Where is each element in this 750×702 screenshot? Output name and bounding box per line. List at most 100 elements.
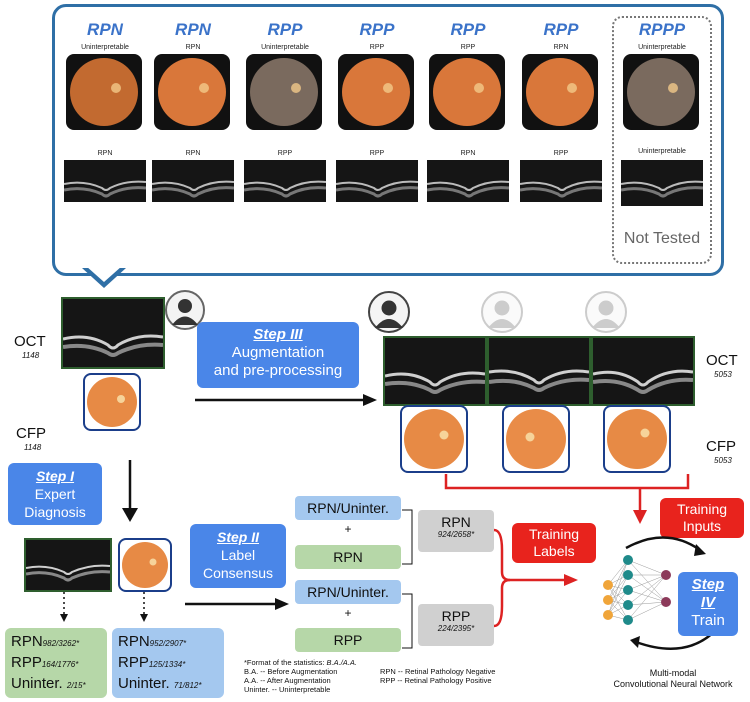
notes-right: RPN -- Retinal Pathology Negative RPP --… (380, 667, 530, 685)
cfp-caption: RPN (185, 44, 201, 51)
oct-example-image (244, 160, 326, 202)
neural-network-diagram (603, 536, 717, 650)
avatar-faded-1 (481, 291, 523, 333)
cfp-caption: RPP (369, 44, 385, 51)
oct-caption: RPP (553, 150, 569, 157)
oct-example-image (64, 160, 146, 202)
step-4-title2: IV (700, 594, 716, 611)
network-caption-line1: Multi-modal (649, 668, 697, 678)
notes-left: *Format of the statistics: B.A./A.A. B.A… (244, 658, 384, 694)
step-4-title: Step (691, 576, 725, 593)
network-caption: Multi-modal Convolutional Neural Network (596, 668, 750, 690)
oct-caption: RPP (369, 150, 385, 157)
column-header: RPN (87, 20, 123, 39)
stats-oct-un: Uninter. (11, 675, 63, 692)
oct-label-left: OCT (14, 333, 46, 350)
column-header: RPP (359, 20, 395, 39)
cfp-caption: RPN (553, 44, 569, 51)
cfp-example-image (338, 54, 414, 130)
oct-caption: RPN (97, 150, 113, 157)
cfp-example-image (154, 54, 230, 130)
step-2-line1: Label (220, 547, 256, 563)
step-1-line2: Diagnosis (24, 504, 86, 520)
stats-cfp-rpn-n: 952/2907* (149, 639, 187, 648)
cfp-count-right: 5053 (714, 456, 732, 465)
cfp-example-image (522, 54, 598, 130)
oct-caption: RPN (185, 150, 201, 157)
oct-example-image (427, 160, 509, 202)
oct-count-right: 5053 (714, 370, 732, 379)
training-labels-line1: Training (528, 526, 580, 542)
column-header: RPN (175, 20, 211, 39)
stats-cfp-rpn: RPN (118, 633, 150, 650)
oct-count-left: 1148 (22, 351, 40, 360)
stats-cfp-rpp: RPP (118, 654, 149, 671)
cfp-example-image (429, 54, 505, 130)
rpp-result-box: RPP 224/2395* (418, 604, 494, 646)
oct-caption: Uninterpretable (638, 148, 686, 155)
cfp-caption: RPP (460, 44, 476, 51)
cfp-label-right: CFP (706, 438, 736, 455)
down-arrow (122, 460, 138, 522)
rpn-result-stats: 924/2658* (437, 530, 475, 539)
cfp-augmented-3 (603, 405, 671, 473)
step-1-title: Step I (35, 468, 75, 484)
step-1-line1: Expert (34, 486, 76, 502)
not-tested-box (612, 16, 712, 264)
step-4-line1: Train (691, 612, 725, 629)
dotted-arrow-cfp (140, 592, 148, 622)
step-3-title: Step III (253, 326, 303, 343)
consensus-rpn-bottom: RPN (295, 545, 401, 569)
consensus-rpn-top: RPN/Uninter. (295, 496, 401, 520)
training-inputs-line1: Training (676, 501, 728, 517)
cfp-image-input (83, 373, 141, 431)
step-3-line2: and pre-processing (213, 362, 343, 379)
cfp-example-image (623, 54, 699, 130)
stats-cfp-rpp-n: 125/1334* (148, 660, 186, 669)
rpn-result-label: RPN (441, 514, 471, 530)
stats-oct-rpp: RPP (11, 654, 42, 671)
step-3-box: Step III Augmentation and pre-processing (197, 322, 359, 388)
step-4-box: Step IV Train (678, 572, 738, 636)
oct-label-right: OCT (706, 352, 738, 369)
cfp-caption: Uninterpretable (81, 44, 129, 51)
cfp-count-left: 1148 (24, 443, 42, 452)
notes-rpp: RPP -- Retinal Pathology Positive (380, 676, 492, 685)
column-header: RPP (450, 20, 486, 39)
cfp-label-left: CFP (16, 425, 46, 442)
column-header: RPP (267, 20, 303, 39)
oct-example-image (520, 160, 602, 202)
stats-oct-rpn-n: 982/3262* (42, 639, 80, 648)
oct-example-image (152, 160, 234, 202)
cfp-diagnosed (118, 538, 172, 592)
column-header: RPPP (638, 20, 686, 39)
plus-rpn: + (344, 522, 352, 536)
oct-example-image (621, 160, 703, 206)
expert-avatar-active (368, 291, 410, 333)
oct-augmented-2 (487, 336, 591, 406)
training-labels-line2: Labels (533, 543, 575, 559)
training-labels-box: Training Labels (512, 523, 596, 563)
stats-oct-box: RPN982/3262* RPP164/1776* Uninter. 2/15* (5, 628, 107, 698)
stats-oct-rpn: RPN (11, 633, 43, 650)
cfp-caption: Uninterpretable (261, 44, 309, 51)
rpp-result-stats: 224/2395* (437, 624, 475, 633)
stats-oct-un-n: 2/15* (66, 681, 86, 690)
plus-rpp: + (344, 606, 352, 620)
oct-augmented-3 (591, 336, 695, 406)
training-inputs-bracket (444, 474, 690, 524)
avatar-faded-2 (585, 291, 627, 333)
training-inputs-box: Training Inputs (660, 498, 744, 538)
not-tested-label: Not Tested (623, 230, 701, 247)
step-2-title: Step II (216, 529, 259, 545)
step-1-box: Step I Expert Diagnosis (8, 463, 102, 525)
rpn-result-box: RPN 924/2658* (418, 510, 494, 552)
step-3-arrow (195, 394, 377, 406)
oct-caption: RPN (460, 150, 476, 157)
cfp-augmented-2 (502, 405, 570, 473)
column-header: RPP (543, 20, 579, 39)
notes-format-prefix: *Format of the statistics: (244, 658, 327, 667)
cfp-caption: Uninterpretable (638, 44, 686, 51)
consensus-rpp-top: RPN/Uninter. (295, 580, 401, 604)
oct-scan-input (61, 297, 165, 369)
